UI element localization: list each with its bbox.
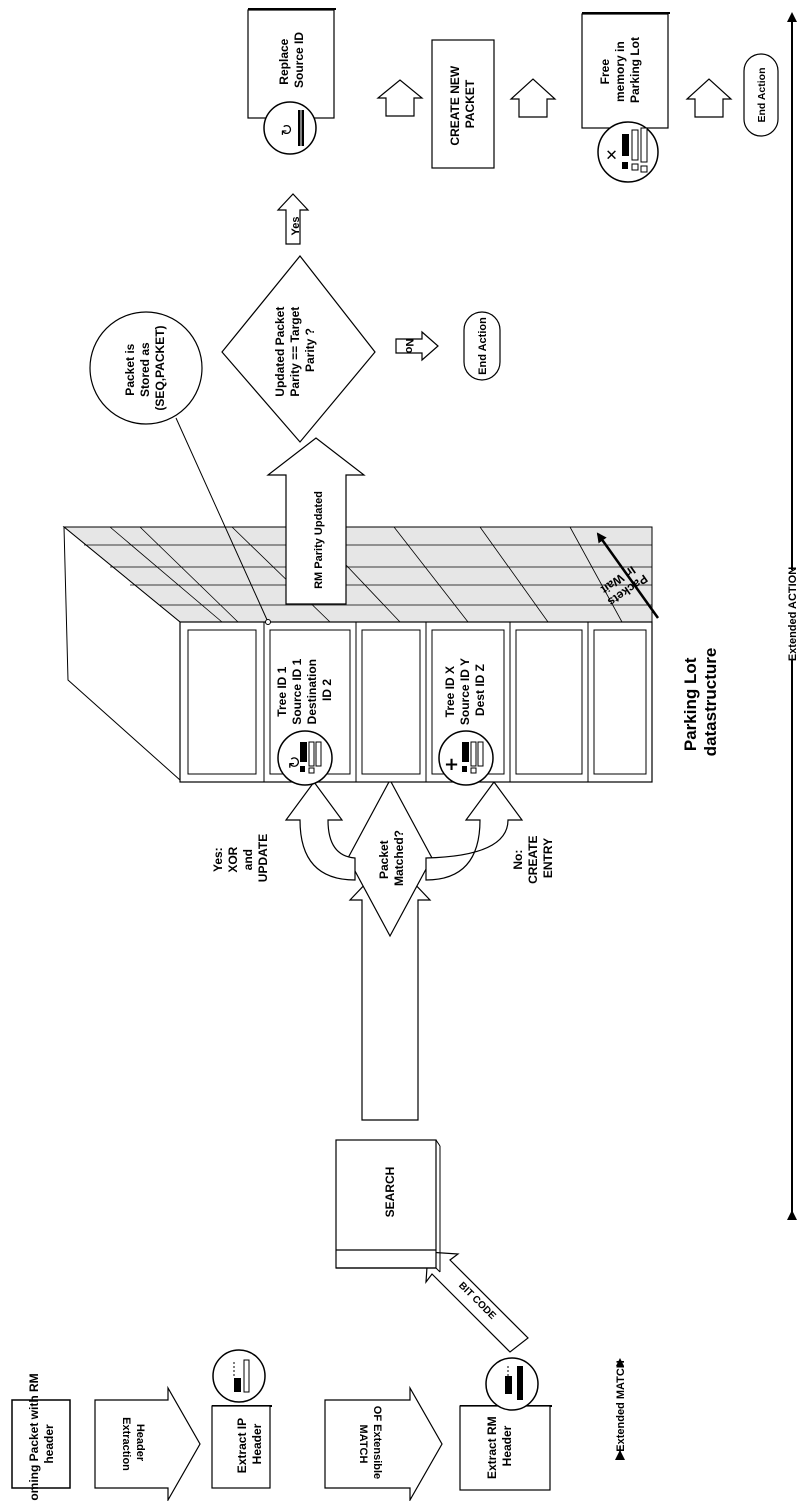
header-icon	[212, 1349, 266, 1403]
parity-line-2: Parity == Target	[288, 307, 302, 397]
of-match-line-1: OF Extensible	[371, 1406, 383, 1479]
yes-label: Yes	[290, 217, 302, 236]
search-label: SEARCH	[383, 1167, 397, 1218]
no-label: No	[403, 339, 415, 354]
svg-text:Updated Packet Parity == T: Updated Packet Parity == Target Parity ?	[273, 303, 317, 396]
packet-matched-line-2: Matched?	[392, 830, 406, 886]
rm-parity-label: RM Parity Updated	[313, 491, 325, 589]
search-box: SEARCH	[335, 1139, 441, 1273]
no-branch-line-2: CREATE	[526, 835, 540, 883]
end-action-1-label: End Action	[477, 317, 489, 375]
rm-parity-arrow	[266, 437, 366, 605]
yes-branch-line-2: XOR	[226, 846, 240, 872]
extract-ip-card: Extract IP Header	[211, 1349, 272, 1489]
svg-text:Yes: XOR and UPDAT: Yes: XOR and UPDATE	[211, 834, 270, 882]
yes-branch-arrow	[284, 780, 356, 881]
entry2-line-2: Source ID Y	[458, 658, 472, 725]
incoming-packet-box	[11, 1399, 71, 1489]
svg-text:Incoming Packet with RM he: Incoming Packet with RM header	[27, 1370, 56, 1501]
stored-as-circle	[89, 311, 203, 425]
svg-text:Replace Source ID: Replace Source ID	[277, 32, 306, 88]
no-branch-line-3: ENTRY	[541, 838, 555, 878]
stored-as-line-3: (SEQ,PACKET)	[153, 325, 167, 410]
svg-text:↻: ↻	[278, 123, 296, 136]
entry1-line-2: Source ID 1	[290, 658, 304, 724]
svg-text:Header Extraction: Header Extraction	[120, 1417, 146, 1471]
yes-arrow	[276, 193, 310, 245]
no-arrow	[395, 330, 439, 362]
extract-rm-card: Extract RM Header	[459, 1357, 552, 1491]
header-extraction-line-1: Header	[134, 1424, 146, 1462]
extract-ip-line-2: Header	[250, 1423, 264, 1464]
of-match-arrow	[324, 1385, 443, 1501]
create-to-free-arrow	[509, 78, 557, 118]
svg-text:Extract IP Header: Extract IP Header	[235, 1415, 264, 1474]
end-action-2	[743, 53, 779, 137]
svg-text:Extract RM Header: Extract RM Header	[485, 1413, 514, 1479]
create-new-packet-box	[431, 39, 495, 169]
svg-text:No: CREATE ENTRY: No: CREATE ENTRY	[511, 832, 555, 884]
parity-line-3: Parity ?	[303, 328, 317, 372]
incoming-line-2: header	[42, 1424, 56, 1464]
svg-text:OF Extensible MATCH: OF Extensible MATCH	[357, 1406, 383, 1482]
parking-lot-structure	[62, 525, 653, 783]
parity-line-1: Updated Packet	[273, 307, 287, 397]
extended-match-label: Extended MATCH	[615, 1360, 627, 1452]
of-match-line-2: MATCH	[357, 1425, 369, 1464]
replace-line-1: Replace	[277, 38, 291, 84]
no-branch-line-1: No:	[511, 850, 525, 870]
extract-rm-line-2: Header	[500, 1425, 514, 1466]
free-memory-line-2: memory in	[613, 41, 627, 102]
free-memory-card: Free memory in Parking Lot ✕	[581, 12, 670, 183]
no-branch-arrow	[425, 780, 524, 881]
yes-branch-line-3: and	[241, 849, 255, 870]
svg-text:Packet Matched?: Packet Matched?	[377, 830, 406, 886]
svg-text:Tree ID X Source ID Y: Tree ID X Source ID Y Dest ID Z	[443, 655, 487, 725]
stored-as-line-2: Stored as	[138, 342, 152, 397]
create-new-line-2: PACKET	[463, 79, 477, 128]
parking-lot-line-1: Parking Lot	[681, 657, 700, 751]
yes-branch-line-4: UPDATE	[256, 834, 270, 882]
free-memory-line-3: Parking Lot	[628, 37, 642, 103]
svg-text:Parking Lot datastructure: Parking Lot datastructure	[681, 648, 720, 757]
entry1-line-3: Destination	[305, 659, 319, 724]
svg-text:✕: ✕	[603, 148, 621, 161]
extract-ip-line-1: Extract IP	[235, 1418, 249, 1473]
add-entry-icon: +	[438, 730, 494, 786]
entry2-line-3: Dest ID Z	[473, 664, 487, 716]
replace-source-card: Replace Source ID ↻	[247, 8, 336, 155]
packets-in-wait-arrow	[596, 532, 660, 619]
header-extraction-line-2: Extraction	[120, 1417, 132, 1471]
yes-branch-line-1: Yes:	[211, 847, 225, 872]
stored-as-pointer	[175, 417, 269, 623]
end-action-1	[463, 311, 501, 381]
svg-text:Tree ID 1 Source ID 1: Tree ID 1 Source ID 1 Destination ID 2	[275, 655, 334, 724]
update-icon: ↻	[277, 730, 333, 786]
packet-matched-diamond	[347, 778, 433, 938]
entry1-line-1: Tree ID 1	[275, 666, 289, 716]
free-to-end-arrow	[685, 78, 733, 118]
svg-text:CREATE NEW PACKET: CREATE NEW PACKET	[448, 62, 477, 145]
svg-text:Packet is Stored as (S: Packet is Stored as (SEQ,PACKET)	[123, 325, 167, 410]
svg-text:↻: ↻	[285, 756, 304, 769]
create-new-line-1: CREATE NEW	[448, 65, 462, 145]
parking-lot-line-2: datastructure	[701, 648, 720, 757]
end-action-2-label: End Action	[756, 67, 768, 122]
extended-action-label: Extended ACTION	[787, 567, 799, 661]
svg-text:Free memory in Par: Free memory in Parking Lot	[598, 37, 642, 103]
free-memory-line-1: Free	[598, 59, 612, 85]
entry2-line-1: Tree ID X	[443, 666, 457, 717]
replace-line-2: Source ID	[292, 32, 306, 88]
parity-check-diamond	[221, 255, 376, 443]
entry1-line-4: ID 2	[320, 679, 334, 701]
stored-as-line-1: Packet is	[123, 343, 137, 395]
header-extraction-arrow	[94, 1385, 201, 1501]
packet-matched-line-1: Packet	[377, 840, 391, 879]
extract-rm-line-1: Extract RM	[485, 1416, 499, 1479]
incoming-line-1: Incoming Packet with RM	[27, 1373, 41, 1501]
bit-code-arrow	[425, 1251, 529, 1353]
svg-text:+: +	[444, 754, 459, 775]
